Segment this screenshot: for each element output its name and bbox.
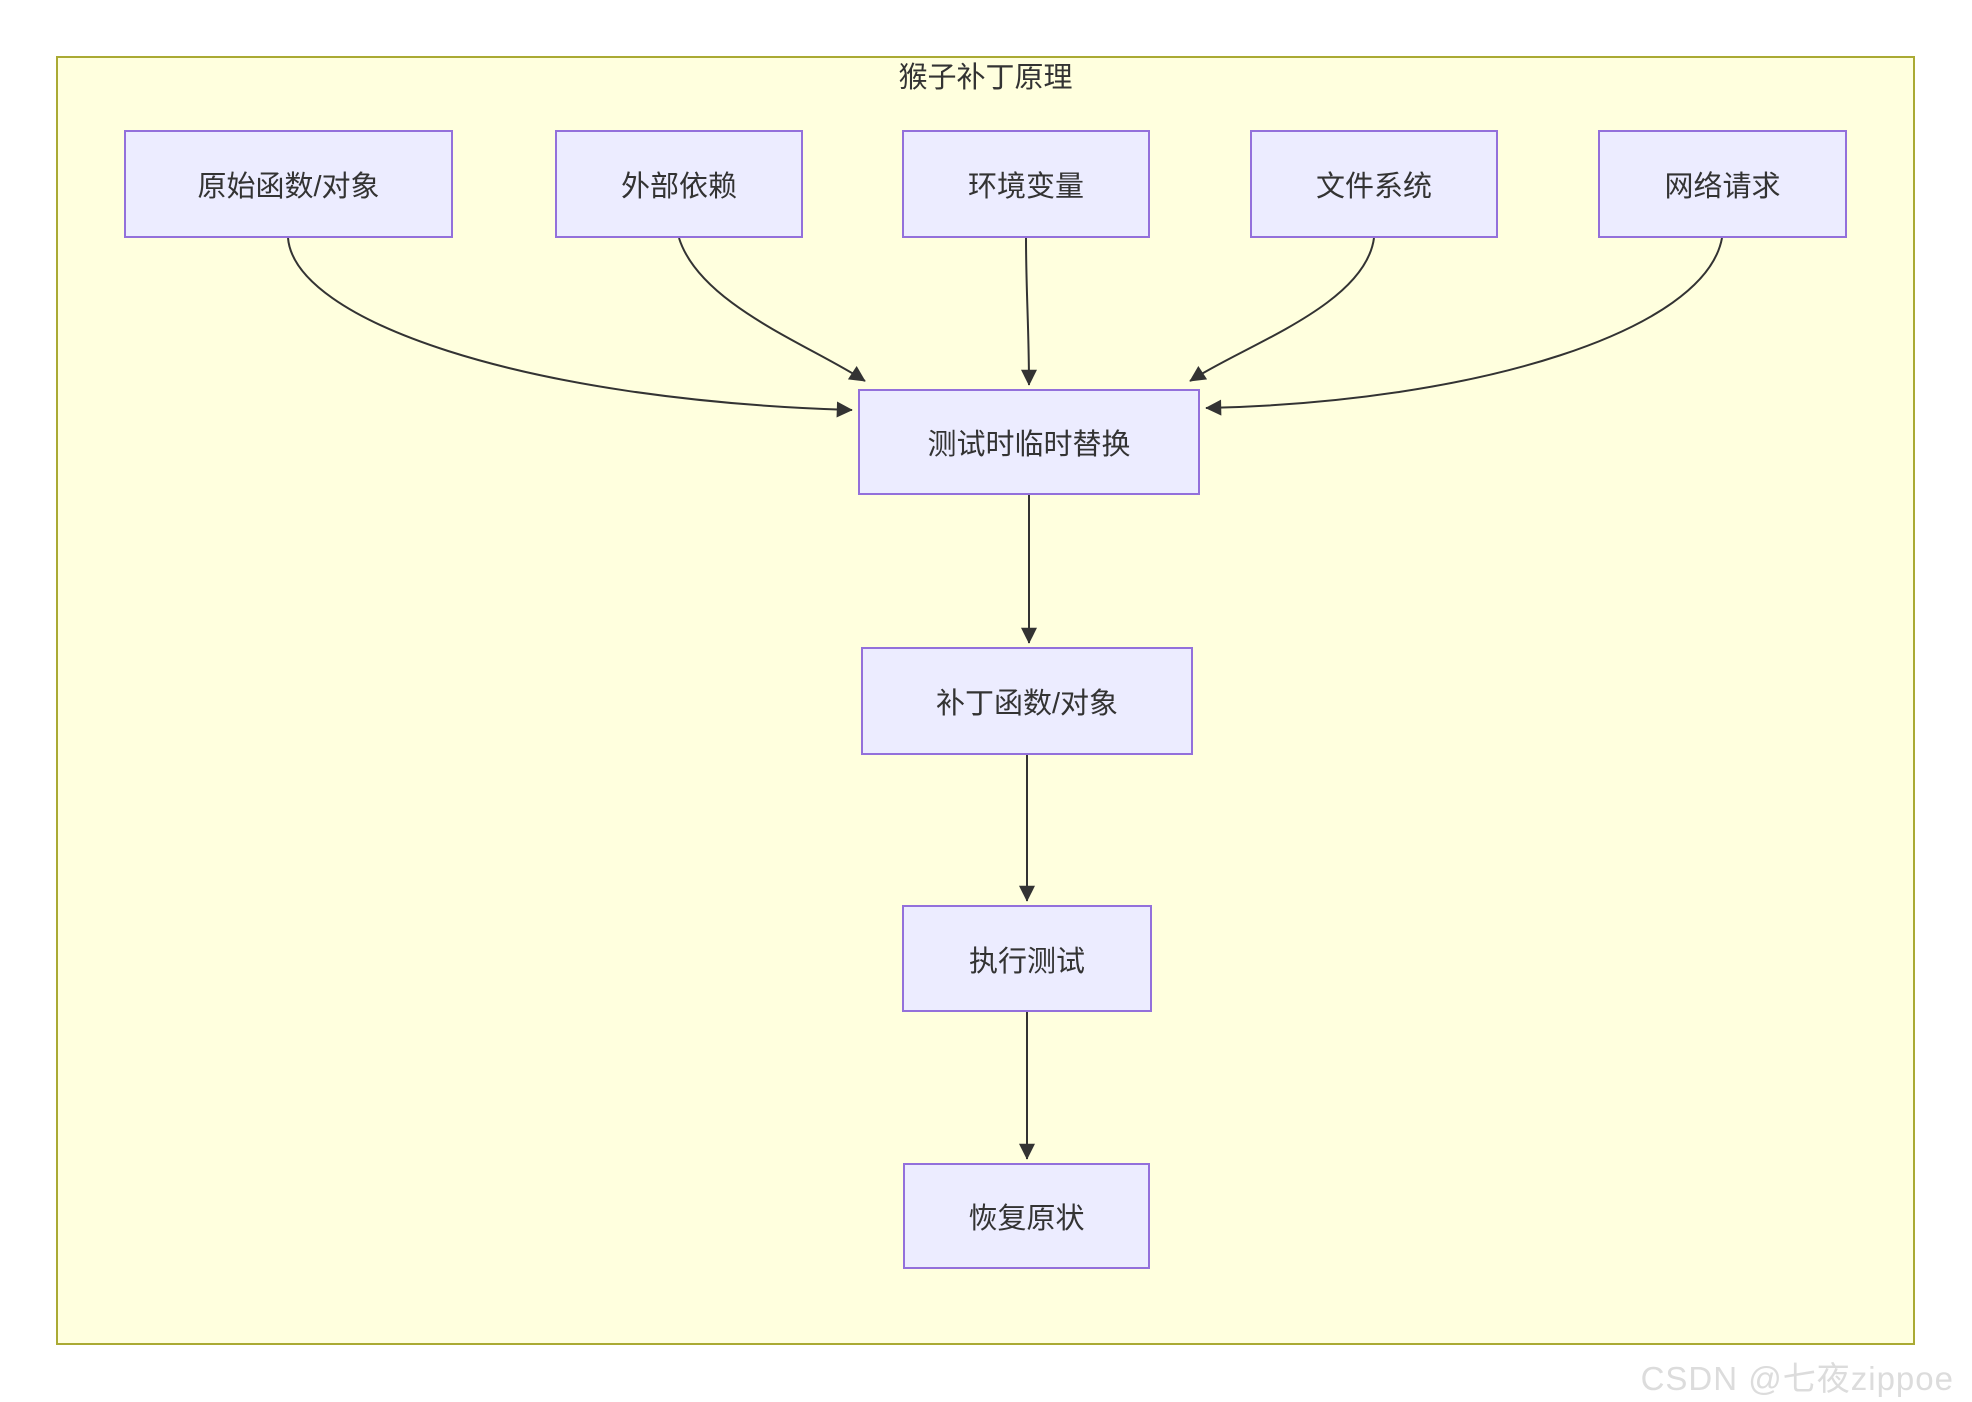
node-patch-function: 补丁函数/对象 <box>861 647 1193 755</box>
node-run-test: 执行测试 <box>902 905 1152 1012</box>
csdn-watermark: CSDN @七夜zippoe <box>1640 1360 1954 1397</box>
diagram-title: 猴子补丁原理 <box>898 62 1073 94</box>
node-file-system: 文件系统 <box>1250 130 1498 238</box>
node-network-request: 网络请求 <box>1598 130 1847 238</box>
node-environment-variable: 环境变量 <box>902 130 1150 238</box>
node-restore-original: 恢复原状 <box>903 1163 1150 1269</box>
node-external-dependency: 外部依赖 <box>555 130 803 238</box>
node-original-function: 原始函数/对象 <box>124 130 453 238</box>
node-temporary-replace: 测试时临时替换 <box>858 389 1200 495</box>
